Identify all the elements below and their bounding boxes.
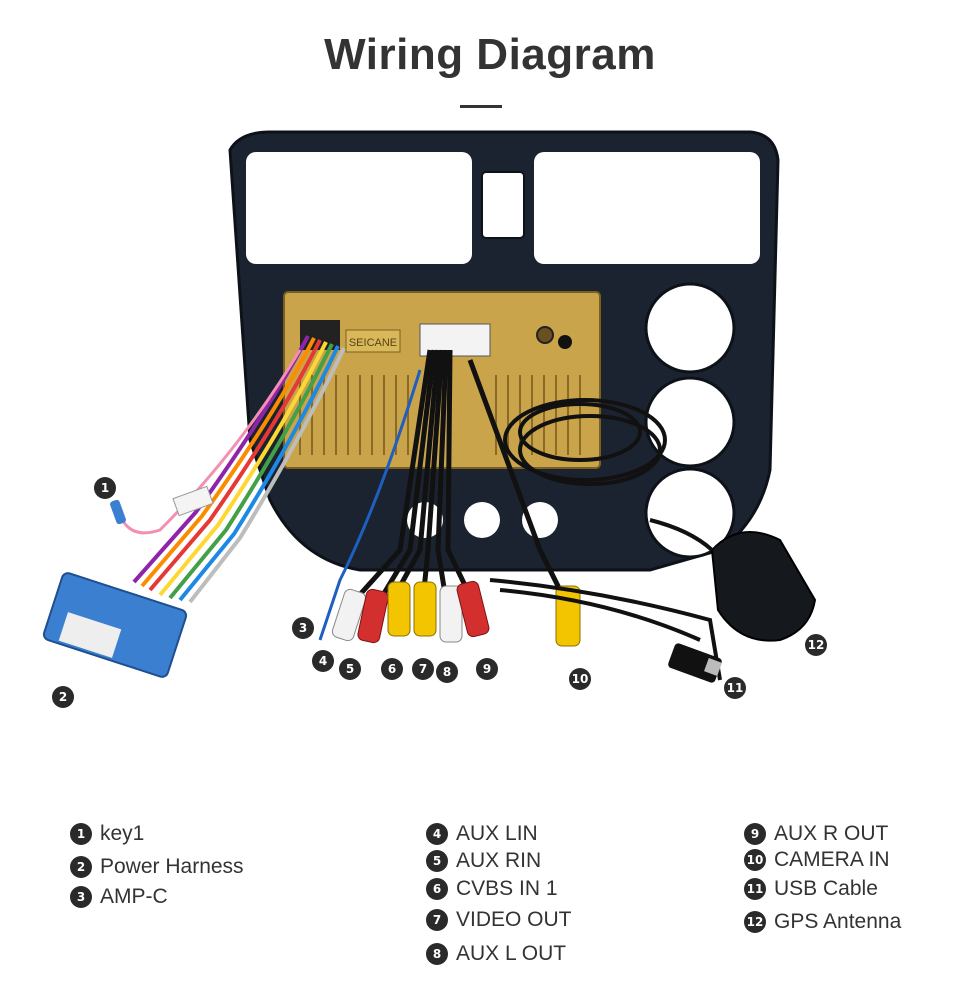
legend-badge: 1 [70,823,92,845]
rca-plug-aux-lin [331,588,367,642]
legend-badge: 10 [744,849,766,871]
rca-plug-cvbs-in [387,581,411,637]
legend-badge: 3 [70,886,92,908]
rca-plug-aux-rin [357,588,389,644]
legend-badge: 7 [426,909,448,931]
legend-badge: 11 [744,878,766,900]
unit-brand-label: SEICANE [349,337,397,349]
callout-2: 2 [52,686,74,708]
legend-item-aux-l-out: 8 AUX L OUT [426,942,566,966]
legend-label: USB Cable [774,877,878,900]
legend-badge: 8 [426,943,448,965]
legend-item-aux-r-out: 9 AUX R OUT [744,822,888,846]
rca-plug-video-out [413,581,437,637]
callout-8: 8 [436,661,458,683]
legend-label: GPS Antenna [774,910,902,933]
coiled-cables [489,398,722,681]
key1-connector [110,485,214,525]
legend-label: VIDEO OUT [456,908,572,931]
legend-badge: 5 [426,850,448,872]
title-underline [460,105,502,108]
legend-label: AUX LIN [456,822,538,845]
legend-label: CVBS IN 1 [456,877,558,900]
usb-cable-plug [668,643,722,683]
page-title: Wiring Diagram [324,30,656,79]
legend-badge: 6 [426,878,448,900]
legend-label: AMP-C [100,885,168,908]
legend-item-usb-cable: 11 USB Cable [744,877,878,901]
rca-plug-aux-r-out [456,580,490,638]
legend-label: key1 [100,822,145,845]
legend-label: Power Harness [100,855,244,878]
callout-12: 12 [805,634,827,656]
legend-item-aux-lin: 4 AUX LIN [426,822,538,846]
legend-item-gps-antenna: 12 GPS Antenna [744,910,901,934]
legend-item-camera-in: 10 CAMERA IN [744,848,890,872]
rca-plug-camera-in [555,585,581,647]
callout-1: 1 [94,477,116,499]
legend-badge: 9 [744,823,766,845]
callout-11: 11 [724,677,746,699]
callout-7: 7 [412,658,434,680]
legend-label: AUX L OUT [456,942,567,965]
callout-4: 4 [312,650,334,672]
legend-label: AUX RIN [456,849,542,872]
legend-item-aux-rin: 5 AUX RIN [426,849,541,873]
legend-badge: 12 [744,911,766,933]
legend-item-cvbs-in-1: 6 CVBS IN 1 [426,877,558,901]
legend-label: AUX R OUT [774,822,889,845]
callout-3: 3 [292,617,314,639]
callout-10: 10 [569,668,591,690]
legend-item-power-harness: 2 Power Harness [70,855,244,879]
legend-badge: 2 [70,856,92,878]
amp-c-wire [318,369,422,641]
callout-9: 9 [476,658,498,680]
gps-antenna [649,518,817,642]
callout-6: 6 [381,658,403,680]
legend-item-video-out: 7 VIDEO OUT [426,908,572,932]
rca-plug-aux-l-out [439,585,463,643]
legend-badge: 4 [426,823,448,845]
callout-5: 5 [339,658,361,680]
legend-item-key1: 1 key1 [70,822,144,846]
power-harness-connector [42,572,188,678]
legend-label: CAMERA IN [774,848,890,871]
wiring-illustration: SEICANE [42,130,817,683]
legend-item-amp-c: 3 AMP-C [70,885,168,909]
